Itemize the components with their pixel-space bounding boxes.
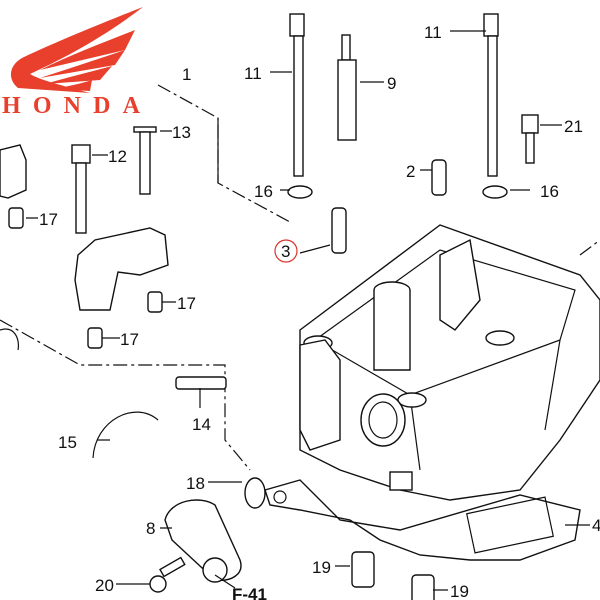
gasket — [264, 479, 581, 561]
reference-arrow — [214, 574, 236, 589]
callout-14: 14 — [192, 415, 211, 434]
callout-9: 9 — [387, 74, 396, 93]
dowel-19a — [351, 551, 375, 588]
dowel-17a — [8, 207, 24, 229]
dowel-17c — [87, 327, 103, 349]
bolt-11-left — [289, 13, 305, 177]
o-ring-18 — [244, 477, 266, 509]
callout-17a: 17 — [39, 210, 58, 229]
honda-wing-logo — [10, 7, 143, 93]
dowel-17b — [147, 291, 163, 313]
valve-guide-3 — [331, 207, 347, 254]
reference-f41[interactable]: F-41 — [232, 585, 267, 600]
bolt-20 — [149, 556, 186, 593]
callout-19b: 19 — [450, 582, 469, 600]
callout-16a: 16 — [254, 182, 273, 201]
callout-19a: 19 — [312, 558, 331, 577]
bolt-21 — [521, 114, 539, 164]
callout-17b: 17 — [177, 294, 196, 313]
camshaft-holder-left — [0, 144, 27, 199]
clip-15 — [92, 411, 159, 459]
callout-20: 20 — [95, 576, 114, 595]
callout-16b: 16 — [540, 182, 559, 201]
callout-13: 13 — [172, 123, 191, 142]
callout-4: 4 — [592, 516, 600, 535]
valve-guide-2 — [431, 159, 447, 196]
callout-3: 3 — [281, 242, 290, 261]
callout-8: 8 — [146, 519, 155, 538]
honda-wordmark: HONDA — [2, 93, 141, 119]
callout-12: 12 — [108, 147, 127, 166]
spark-plug-9 — [337, 34, 357, 141]
callout-21: 21 — [564, 117, 583, 136]
stud-14 — [175, 376, 227, 390]
callout-11a: 11 — [244, 64, 262, 83]
leader-lines — [26, 30, 590, 591]
callout-11b: 11 — [424, 23, 442, 42]
bolt-11-right — [483, 13, 499, 177]
bolt-12 — [71, 144, 91, 234]
callout-2: 2 — [406, 162, 415, 181]
callout-17c: 17 — [120, 330, 139, 349]
camshaft-holder — [74, 227, 169, 311]
callout-15: 15 — [58, 433, 77, 452]
bolt-13 — [133, 126, 157, 195]
dowel-19b — [411, 574, 435, 600]
washer-16-right — [482, 185, 508, 199]
callout-1: 1 — [182, 65, 191, 84]
callout-18: 18 — [186, 474, 205, 493]
washer-16-left — [287, 185, 313, 199]
highlight-circle — [274, 239, 298, 263]
cylinder-head — [299, 224, 600, 501]
